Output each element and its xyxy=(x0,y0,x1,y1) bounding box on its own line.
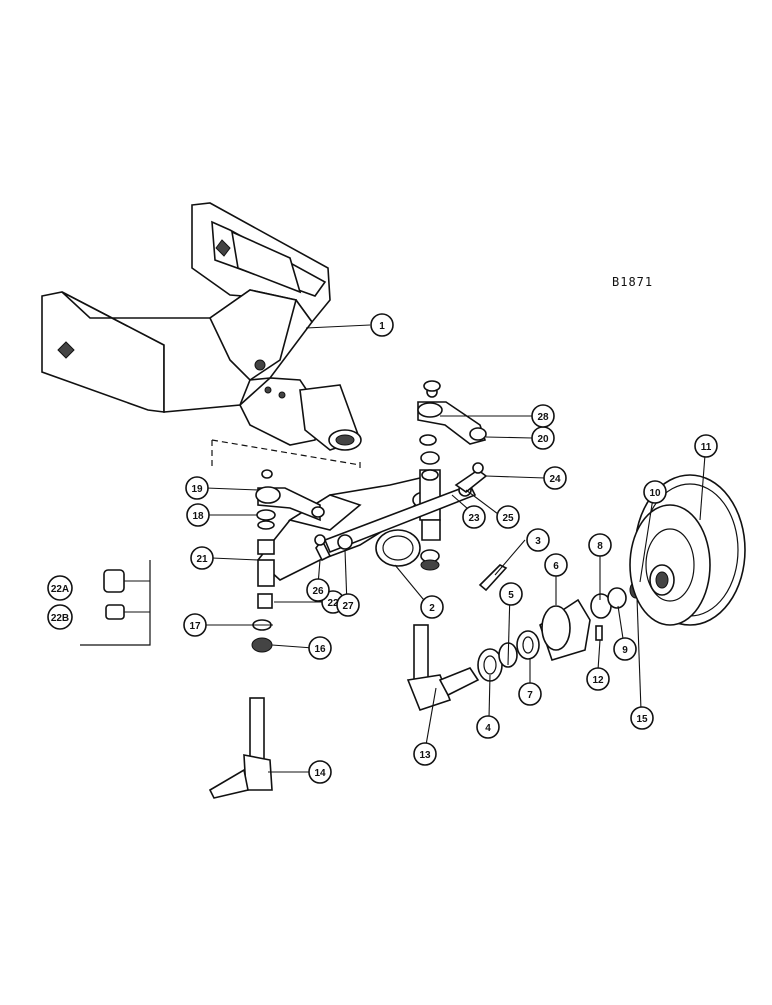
svg-text:1: 1 xyxy=(379,321,385,332)
tie-rod-end-26 xyxy=(314,534,332,562)
callout-16: 16 xyxy=(308,636,332,660)
steering-arm-left xyxy=(255,486,325,522)
front-support-bracket xyxy=(41,202,362,470)
left-pivot-stack xyxy=(251,469,276,653)
callout-25: 25 xyxy=(496,505,520,529)
callout-27: 27 xyxy=(336,593,360,617)
callout-26: 26 xyxy=(306,578,330,602)
callout-6: 6 xyxy=(544,553,568,577)
svg-text:10: 10 xyxy=(649,488,661,499)
svg-text:24: 24 xyxy=(549,474,561,485)
svg-text:26: 26 xyxy=(312,586,324,597)
svg-text:15: 15 xyxy=(636,714,648,725)
svg-text:8: 8 xyxy=(597,541,603,552)
svg-text:23: 23 xyxy=(468,513,480,524)
svg-text:3: 3 xyxy=(535,536,541,547)
svg-text:22: 22 xyxy=(327,598,339,609)
svg-text:20: 20 xyxy=(537,434,549,445)
hub-bearings xyxy=(477,564,643,682)
svg-text:22B: 22B xyxy=(51,613,69,624)
callout-1: 1 xyxy=(370,313,394,337)
callout-18: 18 xyxy=(186,503,210,527)
svg-text:27: 27 xyxy=(342,601,354,612)
svg-text:9: 9 xyxy=(622,645,628,656)
callout-14: 14 xyxy=(308,760,332,784)
svg-text:28: 28 xyxy=(537,412,549,423)
callout-28: 28 xyxy=(531,404,555,428)
callout-9: 9 xyxy=(613,637,637,661)
callout-4: 4 xyxy=(476,715,500,739)
callout-8: 8 xyxy=(588,533,612,557)
wheel-rim xyxy=(629,474,746,626)
tie-rod-end-24 xyxy=(454,462,488,493)
svg-text:25: 25 xyxy=(502,513,514,524)
svg-text:13: 13 xyxy=(419,750,431,761)
svg-text:4: 4 xyxy=(485,723,491,734)
callout-24: 24 xyxy=(543,466,567,490)
svg-text:6: 6 xyxy=(553,561,559,572)
callout-13: 13 xyxy=(413,742,437,766)
reference-code: B1871 xyxy=(612,275,654,289)
svg-text:21: 21 xyxy=(196,554,208,565)
svg-text:12: 12 xyxy=(592,675,604,686)
callout-20: 20 xyxy=(531,426,555,450)
callout-11: 11 xyxy=(694,434,718,458)
callout-19: 19 xyxy=(185,476,209,500)
callout-5: 5 xyxy=(499,582,523,606)
svg-text:11: 11 xyxy=(701,442,712,453)
svg-text:18: 18 xyxy=(192,511,204,522)
spindle-14 xyxy=(208,697,273,799)
svg-text:5: 5 xyxy=(508,590,514,601)
callout-12: 12 xyxy=(586,667,610,691)
callout-7: 7 xyxy=(518,682,542,706)
callout-17: 17 xyxy=(183,613,207,637)
callout-10: 10 xyxy=(643,480,667,504)
callout-3: 3 xyxy=(526,528,550,552)
axle-beam xyxy=(256,469,441,581)
bushing-inset xyxy=(80,560,151,646)
steering-arm-right xyxy=(417,380,487,571)
svg-text:14: 14 xyxy=(314,768,326,779)
callout-15: 15 xyxy=(630,706,654,730)
svg-text:22A: 22A xyxy=(51,584,69,595)
callout-21: 21 xyxy=(190,546,214,570)
callout-22a: 22A xyxy=(47,575,73,601)
svg-text:17: 17 xyxy=(189,621,201,632)
svg-text:2: 2 xyxy=(429,603,435,614)
callout-2: 2 xyxy=(420,595,444,619)
svg-text:16: 16 xyxy=(314,644,326,655)
svg-text:19: 19 xyxy=(191,484,203,495)
spindle-13 xyxy=(406,624,480,711)
callout-22b: 22B xyxy=(47,604,73,630)
svg-text:7: 7 xyxy=(527,690,533,701)
callout-23: 23 xyxy=(462,505,486,529)
